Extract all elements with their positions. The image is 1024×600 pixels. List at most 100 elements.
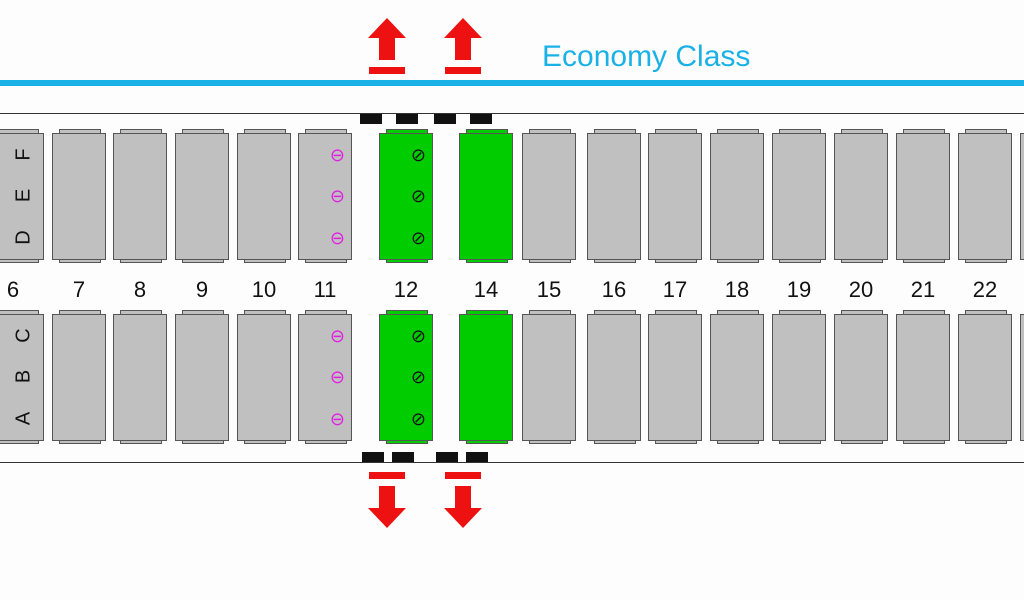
seat-20B[interactable] [834,356,888,399]
seat-20E[interactable] [834,175,888,218]
seat-14A[interactable] [459,398,513,441]
seat-9F[interactable] [175,133,229,177]
seat-9A[interactable] [175,398,229,441]
seat-9C[interactable] [175,314,229,358]
seat-7D[interactable] [52,217,106,260]
seat-12E[interactable]: ⊘ [379,175,433,218]
seat-20C[interactable] [834,314,888,358]
seat-22E[interactable] [958,175,1012,218]
seat-11B[interactable]: ⊖ [298,356,352,399]
seat-21C[interactable] [896,314,950,358]
seat-16E[interactable] [587,175,641,218]
seat-15F[interactable] [522,133,576,177]
seat-14B[interactable] [459,356,513,399]
seat-23B[interactable] [1020,356,1024,399]
seat-8E[interactable] [113,175,167,218]
seat-11F[interactable]: ⊖ [298,133,352,177]
seat-22B[interactable] [958,356,1012,399]
seat-17B[interactable] [648,356,702,399]
seat-19A[interactable] [772,398,826,441]
seat-16F[interactable] [587,133,641,177]
seat-6D[interactable]: D [0,217,44,260]
seat-19C[interactable] [772,314,826,358]
seat-8D[interactable] [113,217,167,260]
seat-11C[interactable]: ⊖ [298,314,352,358]
seat-22F[interactable] [958,133,1012,177]
seat-9B[interactable] [175,356,229,399]
seat-22C[interactable] [958,314,1012,358]
seat-17F[interactable] [648,133,702,177]
seat-23E[interactable] [1020,175,1024,218]
seat-10C[interactable] [237,314,291,358]
seat-21E[interactable] [896,175,950,218]
seat-18D[interactable] [710,217,764,260]
seat-19F[interactable] [772,133,826,177]
seat-22D[interactable] [958,217,1012,260]
seat-17D[interactable] [648,217,702,260]
seat-6E[interactable]: E [0,175,44,218]
seat-15A[interactable] [522,398,576,441]
seat-17C[interactable] [648,314,702,358]
seat-16C[interactable] [587,314,641,358]
seat-18E[interactable] [710,175,764,218]
seat-17E[interactable] [648,175,702,218]
seat-11D[interactable]: ⊖ [298,217,352,260]
seat-12B[interactable]: ⊘ [379,356,433,399]
seat-6F[interactable]: F [0,133,44,177]
seat-23C[interactable] [1020,314,1024,358]
seat-15D[interactable] [522,217,576,260]
seat-8F[interactable] [113,133,167,177]
seat-16D[interactable] [587,217,641,260]
seat-6A[interactable]: A [0,398,44,441]
seat-23A[interactable] [1020,398,1024,441]
seat-23F[interactable] [1020,133,1024,177]
seat-21D[interactable] [896,217,950,260]
seat-21A[interactable] [896,398,950,441]
seat-21B[interactable] [896,356,950,399]
seat-12A[interactable]: ⊘ [379,398,433,441]
seat-6B[interactable]: B [0,356,44,399]
seat-16A[interactable] [587,398,641,441]
seat-11A[interactable]: ⊖ [298,398,352,441]
seat-8C[interactable] [113,314,167,358]
seat-18C[interactable] [710,314,764,358]
seat-7E[interactable] [52,175,106,218]
seat-11E[interactable]: ⊖ [298,175,352,218]
seat-20D[interactable] [834,217,888,260]
seat-10F[interactable] [237,133,291,177]
seat-20F[interactable] [834,133,888,177]
seat-19E[interactable] [772,175,826,218]
seat-15C[interactable] [522,314,576,358]
seat-17A[interactable] [648,398,702,441]
seat-14D[interactable] [459,217,513,260]
seat-10B[interactable] [237,356,291,399]
seat-22A[interactable] [958,398,1012,441]
seat-15B[interactable] [522,356,576,399]
seat-21F[interactable] [896,133,950,177]
seat-12D[interactable]: ⊘ [379,217,433,260]
seat-8B[interactable] [113,356,167,399]
seat-7A[interactable] [52,398,106,441]
seat-7B[interactable] [52,356,106,399]
seat-6C[interactable]: C [0,314,44,358]
seat-18B[interactable] [710,356,764,399]
seat-9E[interactable] [175,175,229,218]
seat-10D[interactable] [237,217,291,260]
seat-18F[interactable] [710,133,764,177]
seat-15E[interactable] [522,175,576,218]
seat-14C[interactable] [459,314,513,358]
seat-18A[interactable] [710,398,764,441]
seat-16B[interactable] [587,356,641,399]
seat-23D[interactable] [1020,217,1024,260]
seat-10A[interactable] [237,398,291,441]
seat-14F[interactable] [459,133,513,177]
seat-8A[interactable] [113,398,167,441]
seat-20A[interactable] [834,398,888,441]
seat-19D[interactable] [772,217,826,260]
seat-9D[interactable] [175,217,229,260]
seat-19B[interactable] [772,356,826,399]
seat-7F[interactable] [52,133,106,177]
seat-12C[interactable]: ⊘ [379,314,433,358]
seat-10E[interactable] [237,175,291,218]
seat-14E[interactable] [459,175,513,218]
